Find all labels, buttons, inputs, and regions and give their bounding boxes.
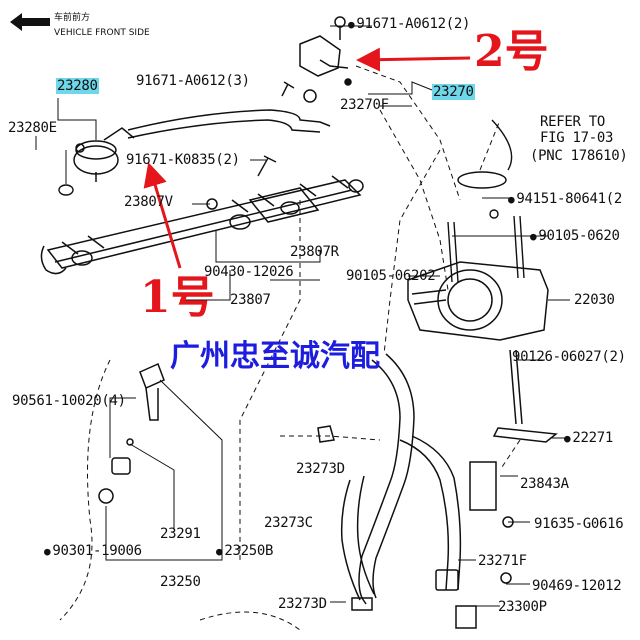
part-label-23250b: 23250B (216, 543, 273, 560)
part-label-90105-06202: 90105-06202 (346, 268, 436, 284)
refer-to-line-2: FIG 17-03 (540, 130, 614, 146)
part-label-23300p: 23300P (498, 599, 547, 615)
callout-2-arrow (356, 47, 471, 72)
part-label-90105-0620: 90105-0620 (530, 228, 620, 245)
throttle-body (407, 261, 558, 443)
part-label-23270f: 23270F (340, 97, 389, 113)
part-label-90301: 90301-19006 (44, 543, 142, 560)
part-label-23280: 23280 (56, 78, 99, 94)
hoses (317, 353, 514, 629)
dashed-boundaries (59, 65, 521, 631)
leader-lines (35, 25, 570, 607)
part-label-23843a: 23843A (520, 476, 569, 492)
part-label-91635: 91635-G0616 (534, 516, 624, 532)
front-direction-arrow-icon (10, 13, 50, 31)
part-label-23250: 23250 (160, 574, 201, 590)
part-label-23271f: 23271F (478, 553, 527, 569)
part-label-91671-k0835-2: 91671-K0835(2) (126, 152, 240, 168)
part-label-23807v: 23807V (124, 194, 173, 210)
pressure-regulator-2 (299, 16, 352, 103)
part-label-90430-12026: 90430-12026 (204, 264, 294, 280)
part-label-94151: 94151-80641(2 (508, 191, 622, 208)
part-label-90126: 90126-06027(2) (512, 349, 626, 365)
callout-2-label: 2号 (474, 26, 549, 77)
front-direction-label-en: VEHICLE FRONT SIDE (54, 28, 150, 38)
part-label-23291: 23291 (160, 526, 201, 542)
refer-to-line-1: REFER TO (540, 114, 606, 130)
part-label-90469: 90469-12012 (532, 578, 622, 594)
pressure-regulator-1 (73, 109, 331, 182)
injector (98, 362, 165, 504)
callout-1-label: 1号 (140, 272, 215, 323)
refer-to-line-3: (PNC 178610) (530, 148, 628, 164)
part-label-23273d-bottom: 23273D (278, 596, 327, 612)
part-label-23273d-top: 23273D (296, 461, 345, 477)
part-label-90561: 90561-10020(4) (12, 393, 126, 409)
part-label-23270: 23270 (432, 84, 475, 100)
part-label-23807r: 23807R (290, 244, 339, 260)
part-label-23807: 23807 (230, 292, 271, 308)
part-label-23280e: 23280E (8, 120, 57, 136)
fuel-rail-drawing (40, 175, 364, 275)
part-label-22030: 22030 (574, 292, 615, 308)
part-label-22271: 22271 (564, 430, 613, 447)
callout-arrows (143, 47, 471, 269)
part-label-23273c: 23273C (264, 515, 313, 531)
callout-1-arrow (143, 162, 182, 269)
shop-watermark: 广州忠至诚汽配 (170, 339, 380, 374)
part-label-91671-a0612-2: 91671-A0612(2) (348, 16, 470, 33)
part-label-91671-a0612-3: 91671-A0612(3) (136, 73, 250, 89)
front-direction-label-cn: 车前前方 (54, 13, 91, 23)
